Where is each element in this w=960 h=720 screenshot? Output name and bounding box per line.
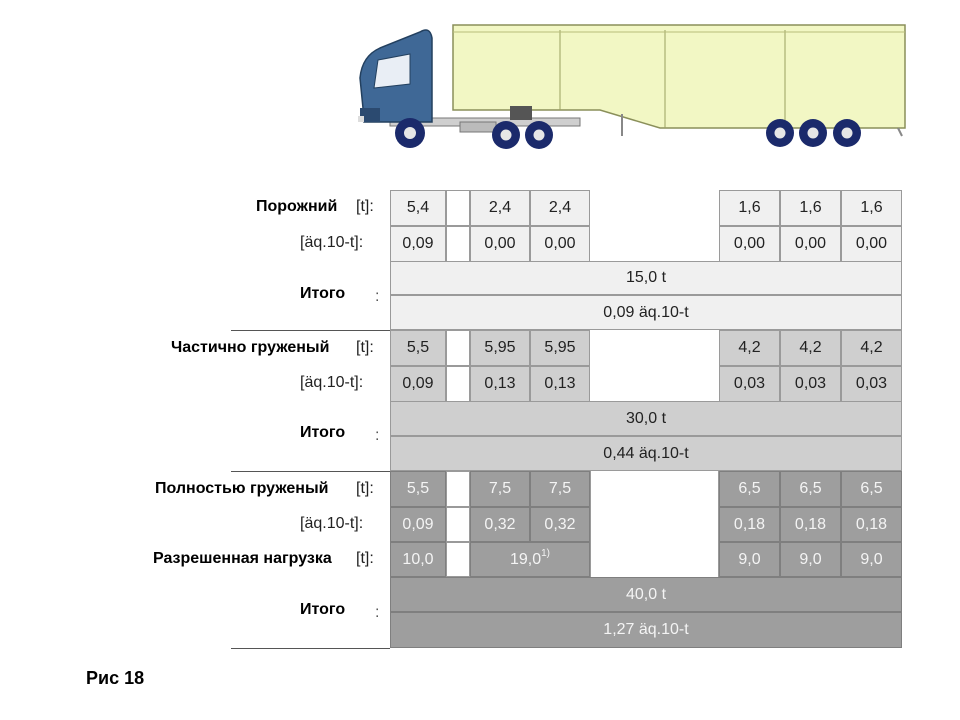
permitted-value: 19,0 [509, 550, 542, 568]
cell-t: 5,5 [390, 330, 446, 366]
cell-aq: 0,00 [470, 226, 530, 262]
cell-t: 5,5 [390, 471, 446, 507]
cell-t: 5,95 [530, 330, 590, 366]
label-full: Полностью груженый [155, 480, 329, 497]
cell-aq: 0,00 [841, 226, 902, 262]
cell-t: 7,5 [530, 471, 590, 507]
label-total: Итого [300, 601, 346, 618]
total-t: 30,0 t [390, 401, 902, 436]
cell-t: 5,95 [470, 330, 530, 366]
cell-spacer [446, 366, 470, 402]
cell-t: 5,4 [390, 190, 446, 226]
cell-spacer [590, 471, 719, 577]
cell-t: 2,4 [530, 190, 590, 226]
total-colon: : [375, 427, 380, 444]
unit-t: [t]: [356, 198, 374, 215]
cell-aq: 0,09 [390, 507, 446, 542]
cell-t: 6,5 [780, 471, 841, 507]
cell-aq: 0,32 [530, 507, 590, 542]
total-aq: 0,09 äq.10-t [390, 295, 902, 330]
cell-aq: 0,13 [470, 366, 530, 402]
label-empty: Порожний [256, 198, 338, 215]
footnote-marker: 1) [541, 548, 551, 559]
label-partial: Частично груженый [171, 339, 330, 356]
cell-t: 7,5 [470, 471, 530, 507]
cell-t: 6,5 [719, 471, 780, 507]
figure-caption: Рис 18 [86, 668, 145, 688]
cell-t: 1,6 [719, 190, 780, 226]
label-total: Итого [300, 424, 346, 441]
total-t: 15,0 t [390, 261, 902, 295]
cell-t: 1,6 [780, 190, 841, 226]
section-divider [231, 471, 390, 472]
cell-aq: 0,18 [841, 507, 902, 542]
permitted-cell: 10,0 [390, 542, 446, 577]
cell-spacer [446, 226, 470, 262]
cell-aq: 0,03 [841, 366, 902, 402]
cell-aq: 0,18 [719, 507, 780, 542]
unit-t: [t]: [356, 480, 374, 497]
cell-spacer [446, 542, 470, 577]
cell-aq: 0,32 [470, 507, 530, 542]
cell-t: 6,5 [841, 471, 902, 507]
trailer-body [452, 24, 906, 129]
cell-t: 1,6 [841, 190, 902, 226]
cell-aq: 0,00 [530, 226, 590, 262]
truck-illustration [358, 24, 906, 149]
section-divider [231, 330, 390, 331]
label-permitted: Разрешенная нагрузка [153, 550, 332, 567]
cell-t: 4,2 [841, 330, 902, 366]
permitted-cell: 9,0 [719, 542, 780, 577]
cell-spacer [446, 471, 470, 507]
permitted-cell: 9,0 [780, 542, 841, 577]
cell-spacer [446, 190, 470, 226]
cell-aq: 0,13 [530, 366, 590, 402]
cell-aq: 0,09 [390, 366, 446, 402]
label-total: Итого [300, 285, 346, 302]
cell-aq: 0,00 [719, 226, 780, 262]
unit-aq: [äq.10-t]: [300, 515, 364, 532]
total-t: 40,0 t [390, 577, 902, 612]
cell-t: 4,2 [780, 330, 841, 366]
total-colon: : [375, 604, 380, 621]
unit-t: [t]: [356, 339, 374, 356]
cell-t: 4,2 [719, 330, 780, 366]
unit-aq: [äq.10-t]: [300, 374, 364, 391]
total-aq: 1,27 äq.10-t [390, 612, 902, 648]
cell-aq: 0,03 [780, 366, 841, 402]
wheel-group [395, 118, 861, 149]
permitted-cell: 9,0 [841, 542, 902, 577]
cell-spacer [446, 507, 470, 542]
cell-aq: 0,00 [780, 226, 841, 262]
unit-t: [t]: [356, 550, 374, 567]
cell-aq: 0,09 [390, 226, 446, 262]
cell-t: 2,4 [470, 190, 530, 226]
cell-aq: 0,03 [719, 366, 780, 402]
total-colon: : [375, 288, 380, 305]
total-aq: 0,44 äq.10-t [390, 436, 902, 471]
unit-aq: [äq.10-t]: [300, 234, 364, 251]
section-divider [231, 648, 390, 649]
cell-aq: 0,18 [780, 507, 841, 542]
cell-spacer [446, 330, 470, 366]
